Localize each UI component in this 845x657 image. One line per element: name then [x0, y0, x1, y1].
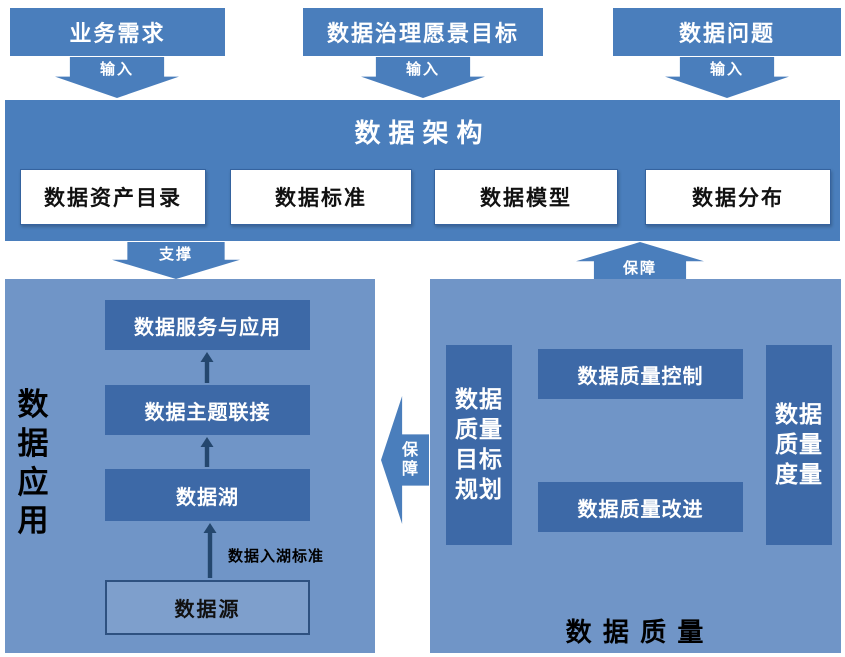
support-arrow: 支撑 — [112, 242, 240, 279]
arrow-label: 输入 — [99, 61, 134, 78]
quality-box-label: 数据质量控制 — [577, 365, 704, 388]
quality-box-label: 数据 质量 度量 — [775, 401, 823, 487]
quality-box-label: 数据质量改进 — [577, 498, 704, 521]
arch-item-data-standards: 数据标准 — [230, 169, 412, 225]
box-business-requirements: 业务需求 — [10, 8, 225, 56]
app-box-label: 数据服务与应用 — [134, 316, 281, 339]
app-box-theme-link: 数据主题联接 — [105, 385, 310, 435]
arrow-label: 保障 — [622, 260, 657, 277]
input-arrow-issues: 输入 — [665, 57, 789, 98]
arrow-label: 保 障 — [402, 441, 419, 478]
assurance-up-arrow: 保障 — [576, 242, 704, 279]
arch-item-label: 数据分布 — [692, 187, 784, 210]
input-arrow-vision: 输入 — [361, 57, 485, 98]
arrow-label: 输入 — [405, 61, 440, 78]
box-data-issues: 数据问题 — [613, 8, 841, 56]
box-label: 业务需求 — [69, 21, 166, 46]
app-box-label: 数据主题联接 — [144, 401, 271, 424]
arch-item-label: 数据标准 — [275, 187, 367, 210]
arrow-label: 输入 — [709, 61, 744, 78]
architecture-title: 数据架构 — [354, 118, 491, 148]
app-box-label: 数据源 — [174, 599, 241, 621]
quality-box-label: 数据 质量 目标 规划 — [455, 386, 503, 502]
arch-item-data-distribution: 数据分布 — [645, 169, 831, 225]
box-governance-vision: 数据治理愿景目标 — [303, 8, 543, 56]
app-box-data-source: 数据源 — [105, 580, 310, 635]
box-label: 数据问题 — [678, 21, 775, 46]
arch-item-data-models: 数据模型 — [434, 169, 618, 225]
assurance-left-arrow: 保 障 — [381, 396, 429, 524]
up-arrow-icon — [200, 437, 214, 467]
quality-control-box: 数据质量控制 — [538, 349, 743, 399]
quality-measurement-box: 数据 质量 度量 — [766, 345, 832, 545]
quality-improvement-box: 数据质量改进 — [538, 482, 743, 532]
input-arrow-business: 输入 — [55, 57, 179, 98]
quality-planning-box: 数据 质量 目标 规划 — [446, 345, 512, 545]
app-box-data-lake: 数据湖 — [105, 469, 310, 521]
up-arrow-icon — [203, 523, 217, 578]
up-arrow-icon — [200, 352, 214, 383]
arch-item-label: 数据资产目录 — [44, 187, 182, 210]
box-label: 数据治理愿景目标 — [326, 21, 519, 46]
app-box-label: 数据湖 — [176, 486, 239, 509]
quality-title: 数 据 质 量 — [565, 617, 706, 647]
application-title: 数 据 应 用 — [17, 387, 49, 539]
arrow-label: 支撑 — [158, 246, 193, 263]
app-box-services: 数据服务与应用 — [105, 300, 310, 350]
lake-standard-label: 数据入湖标准 — [228, 548, 325, 565]
arch-item-label: 数据模型 — [480, 187, 572, 210]
arch-item-asset-catalog: 数据资产目录 — [20, 169, 206, 225]
